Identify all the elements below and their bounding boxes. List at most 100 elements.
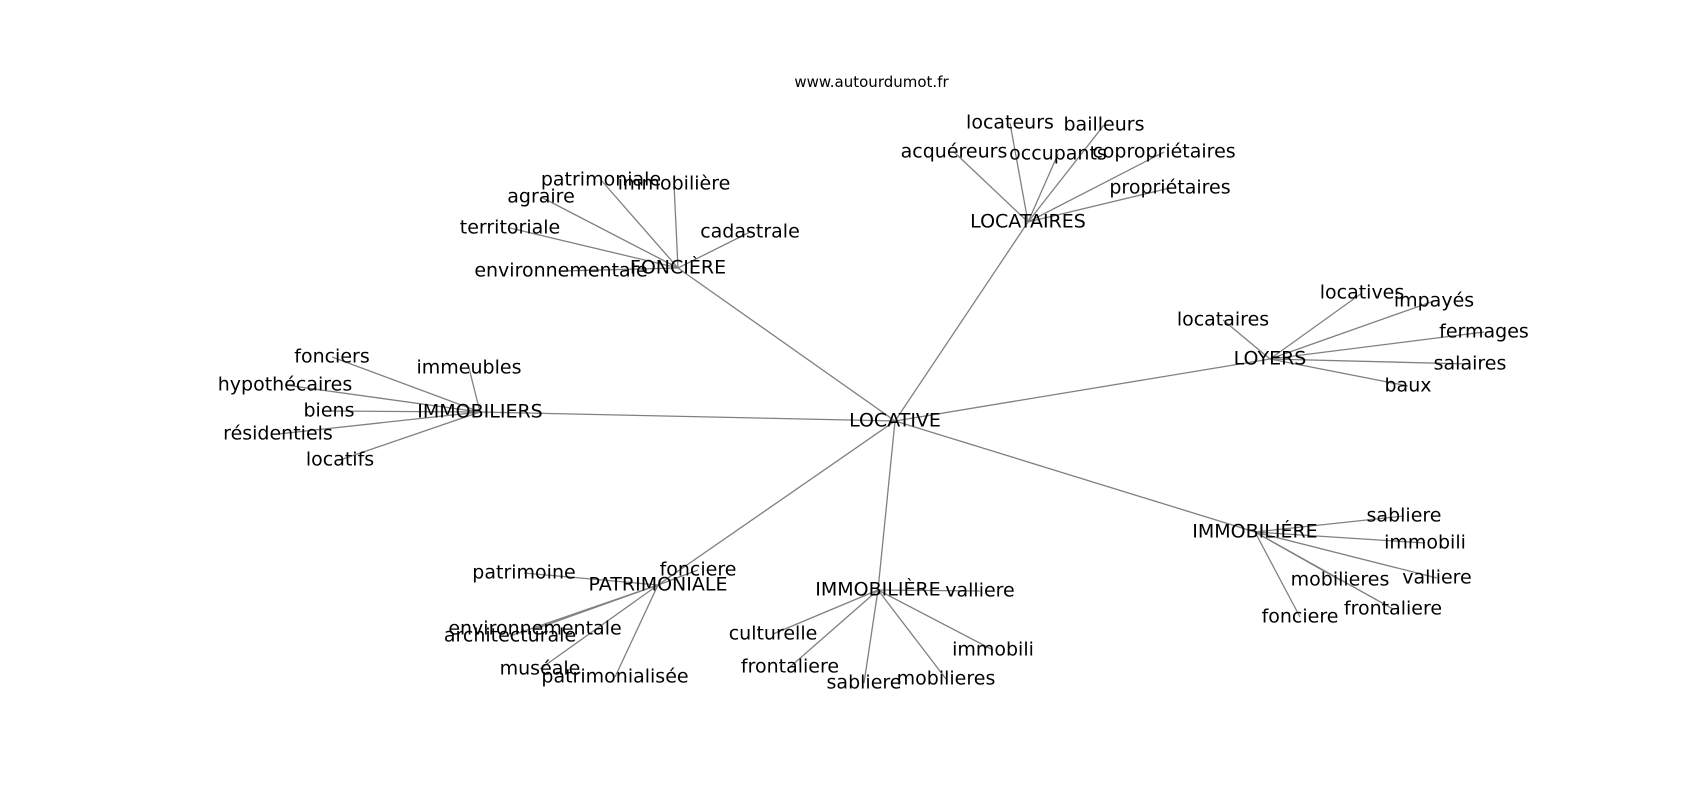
hub-node-patrimoniale: PATRIMONIALE xyxy=(589,574,728,596)
edge-locataires-leaf xyxy=(953,151,1029,223)
hub-node-immobiliere-aigu: IMMOBILIÉRE xyxy=(1192,520,1317,543)
edge-root-immobiliers xyxy=(479,411,896,422)
edge-immobiliers-leaf xyxy=(339,411,481,461)
leaf-node-fonciere: environnementale xyxy=(474,260,647,282)
leaf-node-patrimoniale: muséale xyxy=(500,658,581,680)
edge-loyers-leaf xyxy=(1269,331,1485,360)
edge-loyers-leaf xyxy=(1269,300,1435,360)
leaf-node-immobiliers: locatifs xyxy=(306,449,374,471)
leaf-node-immobiliere-grave: immobili xyxy=(952,639,1034,661)
edge-patrimoniale-leaf xyxy=(657,569,699,586)
site-url-caption: www.autourdumot.fr xyxy=(794,73,949,91)
leaf-node-fonciere: patrimoniale xyxy=(541,169,661,191)
leaf-node-locataires: bailleurs xyxy=(1064,114,1145,136)
leaf-node-immobiliere-aigu: sabliere xyxy=(1367,505,1442,527)
leaf-node-immobiliere-aigu: fonciere xyxy=(1262,606,1339,628)
leaf-node-locataires: copropriétaires xyxy=(1092,141,1235,163)
edge-root-immobiliere-grave xyxy=(877,420,896,591)
edge-immobiliere-grave-leaf xyxy=(789,589,879,668)
leaf-node-immobiliere-grave: frontaliere xyxy=(741,656,839,678)
edge-loyers-leaf xyxy=(1269,292,1363,360)
leaf-node-fonciere: cadastrale xyxy=(700,221,800,243)
edge-immobiliere-aigu-leaf xyxy=(1254,515,1405,533)
leaf-node-locataires: acquéreurs xyxy=(901,141,1008,163)
leaf-node-locataires: propriétaires xyxy=(1109,177,1230,199)
leaf-node-fonciere: immobilière xyxy=(618,173,731,195)
leaf-node-immobiliere-aigu: valliere xyxy=(1402,567,1472,589)
edge-immobiliers-leaf xyxy=(284,384,481,413)
hub-node-loyers: LOYERS xyxy=(1234,348,1307,370)
hub-node-locataires: LOCATAIRES xyxy=(970,211,1086,233)
label-layer: LOCATIVE LOCATAIRES locateurs bailleurs acqu… xyxy=(218,112,1529,694)
leaf-node-immobiliers: biens xyxy=(304,400,355,422)
leaf-node-locataires: occupants xyxy=(1009,143,1107,165)
leaf-node-immobiliere-aigu: mobilieres xyxy=(1291,569,1390,591)
edge-root-fonciere xyxy=(677,267,896,422)
hub-node-immobiliers: IMMOBILIERS xyxy=(417,401,542,423)
leaf-node-fonciere: territoriale xyxy=(460,217,560,239)
edge-loyers-leaf xyxy=(1269,358,1409,387)
edge-layer xyxy=(277,122,1485,684)
edge-fonciere-leaf xyxy=(509,227,679,269)
hub-node-fonciere: FONCIÈRE xyxy=(630,256,726,279)
edge-fonciere-leaf xyxy=(673,183,679,269)
leaf-node-immobiliere-grave: valliere xyxy=(945,580,1015,602)
edge-immobiliere-aigu-leaf xyxy=(1254,531,1301,618)
edge-loyers-leaf xyxy=(1222,319,1271,360)
edge-root-loyers xyxy=(894,358,1271,422)
edge-locataires-leaf xyxy=(1009,122,1029,223)
hub-node-immobiliere-grave: IMMOBILIÈRE xyxy=(815,578,940,601)
leaf-node-immobiliere-grave: sabliere xyxy=(827,672,902,694)
edge-immobiliers-leaf xyxy=(331,356,481,413)
leaf-node-loyers: fermages xyxy=(1439,321,1529,343)
leaf-node-immobiliere-aigu: frontaliere xyxy=(1344,598,1442,620)
edge-immobiliere-aigu-leaf xyxy=(1254,531,1394,610)
leaf-node-immobiliers: hypothécaires xyxy=(218,374,353,396)
leaf-node-immobiliere-grave: culturelle xyxy=(729,623,818,645)
leaf-node-patrimoniale: fonciere xyxy=(660,559,737,581)
edge-immobiliers-leaf xyxy=(328,410,481,413)
edge-immobiliere-grave-leaf xyxy=(877,589,994,651)
leaf-node-locataires: locateurs xyxy=(966,112,1054,134)
edge-immobiliers-leaf xyxy=(468,367,481,413)
leaf-node-immobiliers: résidentiels xyxy=(223,423,333,445)
edge-root-immobiliere-aigu xyxy=(894,420,1256,533)
leaf-node-loyers: locataires xyxy=(1177,309,1269,331)
edge-patrimoniale-leaf xyxy=(509,584,659,637)
edge-immobiliere-grave-leaf xyxy=(863,589,879,684)
edge-immobiliers-leaf xyxy=(277,411,481,435)
leaf-node-immobiliere-grave: mobilieres xyxy=(897,668,996,690)
edge-locataires-leaf xyxy=(1027,153,1059,223)
edge-fonciere-leaf xyxy=(600,179,679,269)
edge-immobiliere-grave-leaf xyxy=(877,589,981,592)
edge-immobiliere-grave-leaf xyxy=(772,589,879,635)
edge-locataires-leaf xyxy=(1027,124,1105,223)
leaf-node-patrimoniale: patrimoine xyxy=(472,562,575,584)
edge-immobiliere-grave-leaf xyxy=(877,589,947,680)
leaf-node-patrimoniale: patrimonialisée xyxy=(541,666,688,688)
leaf-node-immobiliere-aigu: immobili xyxy=(1384,532,1466,554)
edge-fonciere-leaf xyxy=(677,231,751,269)
edge-locataires-leaf xyxy=(1027,151,1165,223)
edge-root-patrimoniale xyxy=(657,420,896,586)
edge-immobiliere-aigu-leaf xyxy=(1254,531,1438,579)
leaf-node-fonciere: agraire xyxy=(507,186,575,208)
edge-root-locataires xyxy=(894,221,1029,422)
leaf-node-patrimoniale: environnementale xyxy=(448,618,621,640)
edge-patrimoniale-leaf xyxy=(614,584,659,678)
leaf-node-loyers: baux xyxy=(1385,375,1432,397)
leaf-node-loyers: impayés xyxy=(1394,290,1474,312)
leaf-node-loyers: locatives xyxy=(1320,282,1405,304)
edge-locataires-leaf xyxy=(1027,187,1171,223)
edge-fonciere-leaf xyxy=(560,267,679,272)
edge-immobiliere-aigu-leaf xyxy=(1254,531,1426,544)
edge-patrimoniale-leaf xyxy=(523,572,659,586)
leaf-node-immobiliers: fonciers xyxy=(294,346,369,368)
edge-fonciere-leaf xyxy=(540,196,679,269)
edge-patrimoniale-leaf xyxy=(539,584,659,670)
root-node-label: LOCATIVE xyxy=(849,410,941,432)
edge-loyers-leaf xyxy=(1269,358,1471,365)
leaf-node-immobiliers: immeubles xyxy=(417,357,522,379)
leaf-node-loyers: salaires xyxy=(1434,353,1507,375)
